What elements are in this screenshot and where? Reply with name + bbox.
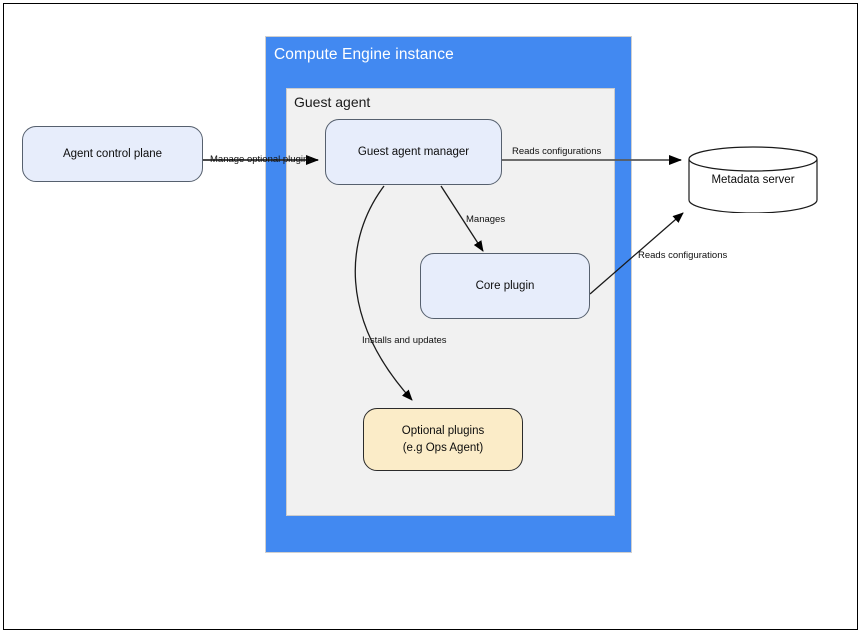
node-guest-agent-manager[interactable]: Guest agent manager <box>325 119 502 185</box>
edge-label-installs-and-updates: Installs and updates <box>362 335 447 346</box>
edge-label-reads-configurations-core: Reads configurations <box>638 250 728 261</box>
compute-engine-instance-label: Compute Engine instance <box>274 46 454 63</box>
edge-label-manages: Manages <box>466 214 506 225</box>
node-agent-control-plane[interactable]: Agent control plane <box>22 126 203 182</box>
node-agent-control-plane-label: Agent control plane <box>62 147 163 160</box>
node-optional-plugins[interactable]: Optional plugins (e.g Ops Agent) <box>363 408 523 471</box>
node-core-plugin[interactable]: Core plugin <box>420 253 590 319</box>
node-core-plugin-label: Core plugin <box>475 279 535 292</box>
edge-label-manage-optional-plugins: Manage optional plugins <box>210 154 313 165</box>
cylinder-shape <box>688 146 818 214</box>
guest-agent-label: Guest agent <box>294 94 371 110</box>
node-optional-plugins-label-line2: (e.g Ops Agent) <box>402 441 484 454</box>
node-optional-plugins-label-line1: Optional plugins <box>401 424 485 437</box>
node-metadata-server-label: Metadata server <box>711 173 795 186</box>
node-guest-agent-manager-label: Guest agent manager <box>357 145 470 158</box>
diagram-frame-border <box>3 3 858 630</box>
node-metadata-server[interactable]: Metadata server <box>688 146 818 214</box>
edge-label-reads-configurations-manager: Reads configurations <box>512 146 602 157</box>
